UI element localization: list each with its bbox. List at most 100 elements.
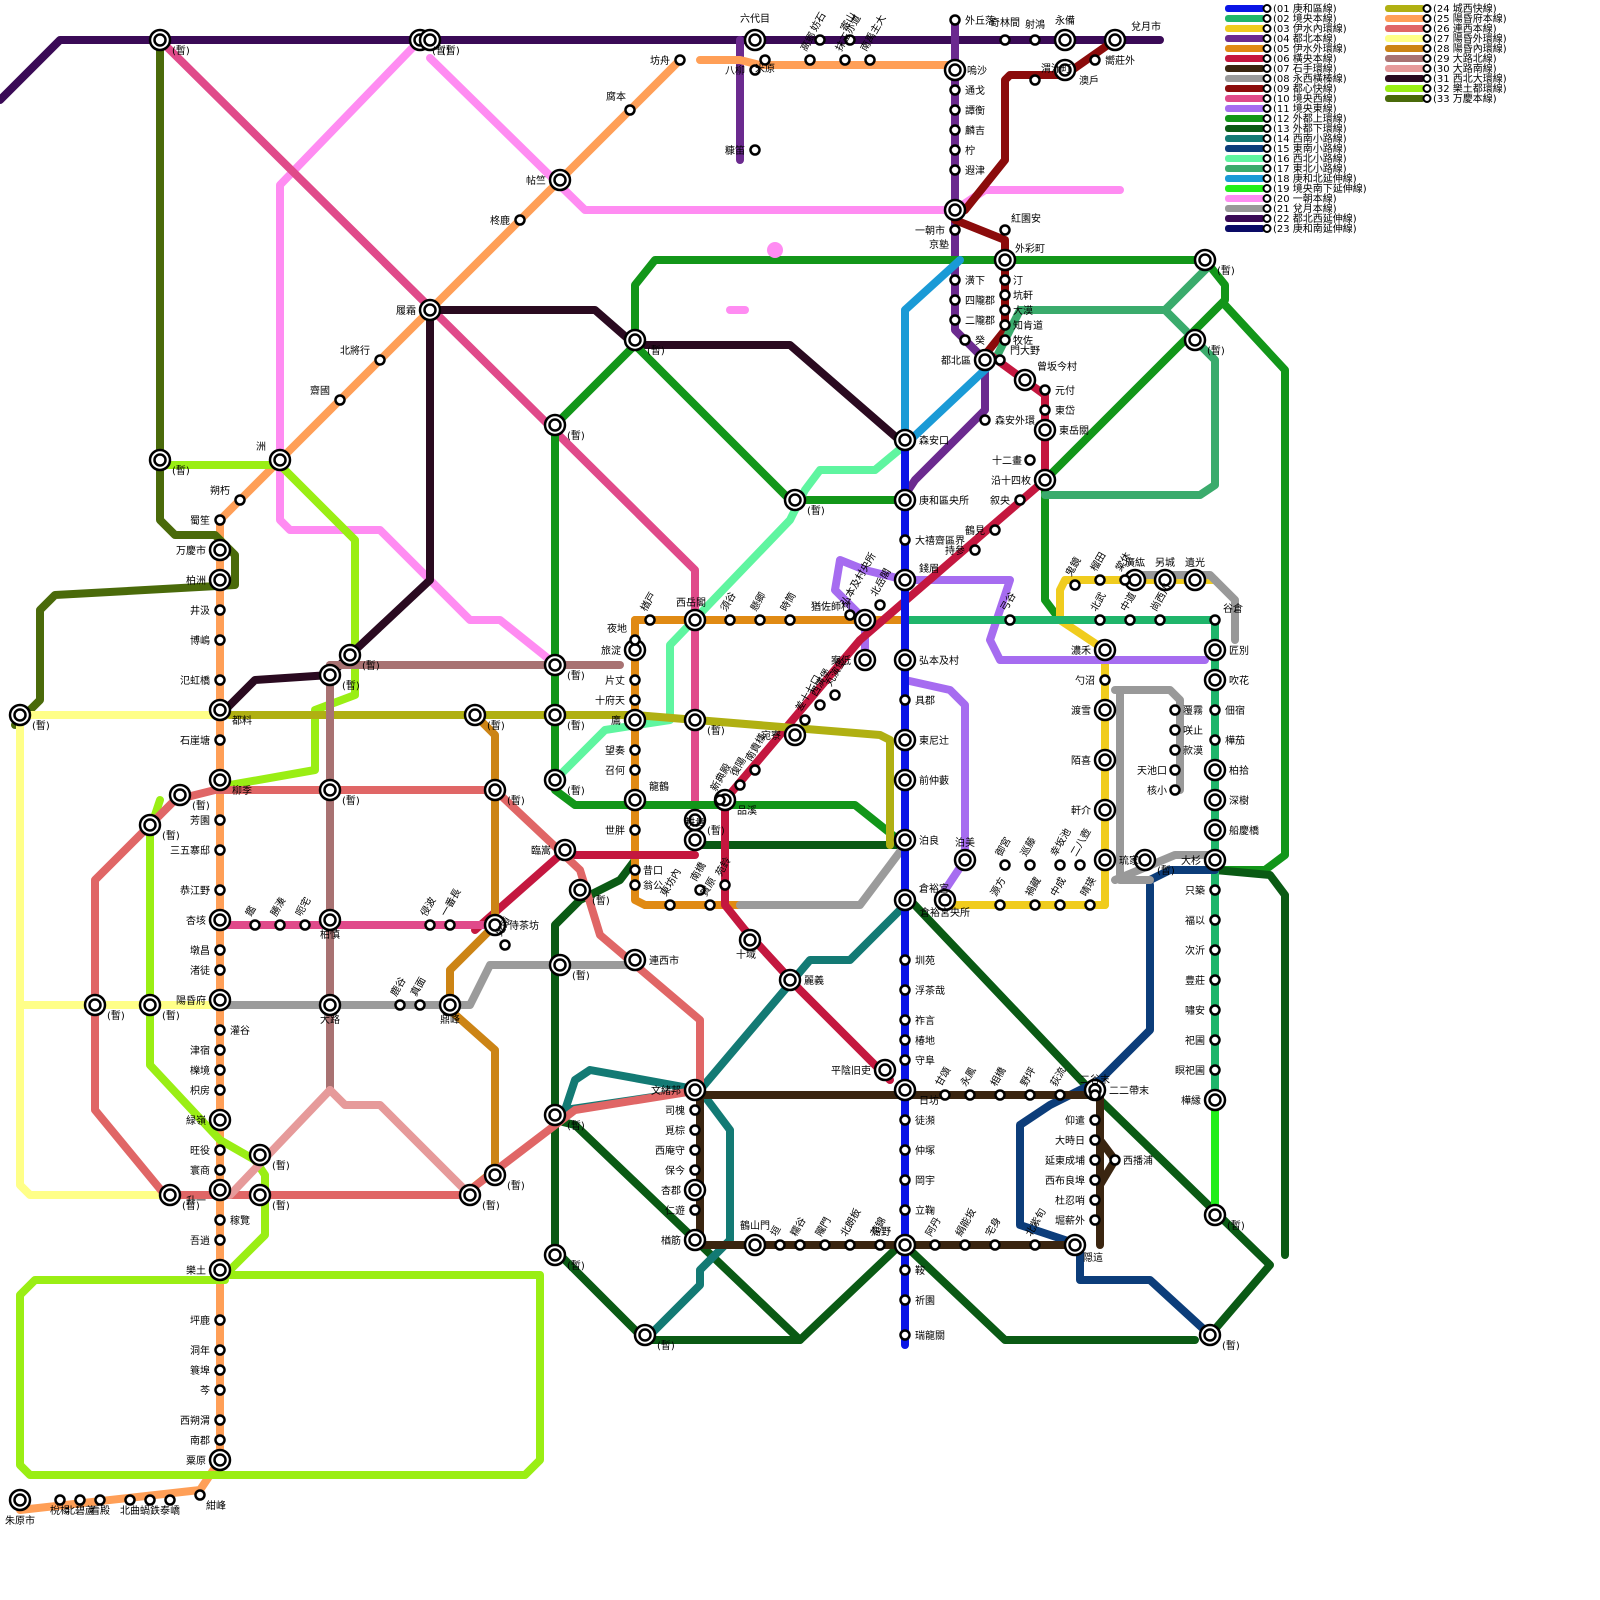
provisional-station-marker[interactable]	[570, 880, 590, 900]
station-marker[interactable]	[1095, 700, 1115, 720]
station-marker[interactable]	[901, 536, 910, 545]
provisional-station-marker[interactable]	[150, 30, 170, 50]
station-marker[interactable]	[631, 696, 640, 705]
station-marker[interactable]	[975, 350, 995, 370]
station-marker[interactable]	[416, 1001, 425, 1010]
station-marker[interactable]	[555, 840, 575, 860]
provisional-station-marker[interactable]	[150, 450, 170, 470]
station-marker[interactable]	[626, 106, 635, 115]
station-marker[interactable]	[745, 30, 765, 50]
station-marker[interactable]	[945, 60, 965, 80]
station-marker[interactable]	[841, 56, 850, 65]
station-marker[interactable]	[1171, 746, 1180, 755]
station-marker[interactable]	[1126, 616, 1135, 625]
station-marker[interactable]	[1111, 1156, 1120, 1165]
station-marker[interactable]	[1041, 406, 1050, 415]
station-marker[interactable]	[1001, 276, 1010, 285]
station-marker[interactable]	[1205, 670, 1225, 690]
provisional-station-marker[interactable]	[1200, 1325, 1220, 1345]
station-marker[interactable]	[426, 921, 435, 930]
station-marker[interactable]	[971, 546, 980, 555]
station-marker[interactable]	[745, 1235, 765, 1255]
provisional-station-marker[interactable]	[550, 955, 570, 975]
station-marker[interactable]	[10, 1490, 30, 1510]
station-marker[interactable]	[785, 725, 805, 745]
station-marker[interactable]	[1211, 916, 1220, 925]
station-marker[interactable]	[270, 450, 290, 470]
station-marker[interactable]	[216, 1166, 225, 1175]
station-marker[interactable]	[631, 826, 640, 835]
station-marker[interactable]	[1006, 616, 1015, 625]
station-marker[interactable]	[320, 995, 340, 1015]
station-marker[interactable]	[420, 300, 440, 320]
station-marker[interactable]	[216, 636, 225, 645]
station-marker[interactable]	[1001, 291, 1010, 300]
station-marker[interactable]	[216, 886, 225, 895]
station-marker[interactable]	[691, 1206, 700, 1215]
station-marker[interactable]	[1101, 676, 1110, 685]
station-marker[interactable]	[625, 950, 645, 970]
station-marker[interactable]	[685, 610, 705, 630]
station-marker[interactable]	[96, 1496, 105, 1505]
station-marker[interactable]	[941, 1091, 950, 1100]
station-marker[interactable]	[210, 1260, 230, 1280]
station-marker[interactable]	[646, 616, 655, 625]
station-marker[interactable]	[1096, 576, 1105, 585]
station-marker[interactable]	[631, 766, 640, 775]
station-marker[interactable]	[901, 1266, 910, 1275]
provisional-station-marker[interactable]	[140, 995, 160, 1015]
station-marker[interactable]	[1091, 1091, 1100, 1100]
station-marker[interactable]	[951, 86, 960, 95]
station-marker[interactable]	[1205, 820, 1225, 840]
station-marker[interactable]	[1205, 850, 1225, 870]
provisional-station-marker[interactable]	[465, 705, 485, 725]
provisional-station-marker[interactable]	[85, 995, 105, 1015]
station-marker[interactable]	[216, 1046, 225, 1055]
station-marker[interactable]	[1205, 1090, 1225, 1110]
station-marker[interactable]	[446, 921, 455, 930]
station-marker[interactable]	[1056, 1091, 1065, 1100]
station-marker[interactable]	[895, 650, 915, 670]
station-marker[interactable]	[1211, 1006, 1220, 1015]
station-marker[interactable]	[1211, 706, 1220, 715]
station-marker[interactable]	[951, 296, 960, 305]
station-marker[interactable]	[895, 890, 915, 910]
station-marker[interactable]	[1095, 750, 1115, 770]
station-marker[interactable]	[821, 1241, 830, 1250]
station-marker[interactable]	[691, 1146, 700, 1155]
station-marker[interactable]	[1035, 420, 1055, 440]
station-marker[interactable]	[706, 901, 715, 910]
provisional-station-marker[interactable]	[785, 490, 805, 510]
station-marker[interactable]	[1211, 736, 1220, 745]
provisional-station-marker[interactable]	[485, 1165, 505, 1185]
station-marker[interactable]	[631, 746, 640, 755]
station-marker[interactable]	[666, 901, 675, 910]
station-marker[interactable]	[1095, 800, 1115, 820]
station-marker[interactable]	[166, 1496, 175, 1505]
station-marker[interactable]	[1056, 861, 1065, 870]
station-marker[interactable]	[1031, 901, 1040, 910]
station-marker[interactable]	[210, 990, 230, 1010]
station-marker[interactable]	[951, 316, 960, 325]
station-marker[interactable]	[1211, 886, 1220, 895]
station-marker[interactable]	[895, 770, 915, 790]
station-marker[interactable]	[951, 146, 960, 155]
station-marker[interactable]	[1091, 1156, 1100, 1165]
station-marker[interactable]	[726, 616, 735, 625]
station-marker[interactable]	[1171, 726, 1180, 735]
station-marker[interactable]	[831, 691, 840, 700]
station-marker[interactable]	[961, 336, 970, 345]
station-marker[interactable]	[1171, 786, 1180, 795]
station-marker[interactable]	[1091, 1216, 1100, 1225]
station-marker[interactable]	[996, 901, 1005, 910]
station-marker[interactable]	[1096, 616, 1105, 625]
station-marker[interactable]	[1035, 470, 1055, 490]
station-marker[interactable]	[216, 1236, 225, 1245]
station-marker[interactable]	[951, 126, 960, 135]
station-marker[interactable]	[981, 416, 990, 425]
station-marker[interactable]	[736, 781, 745, 790]
provisional-station-marker[interactable]	[635, 1325, 655, 1345]
station-marker[interactable]	[876, 601, 885, 610]
station-marker[interactable]	[210, 1180, 230, 1200]
station-marker[interactable]	[1065, 1235, 1085, 1255]
